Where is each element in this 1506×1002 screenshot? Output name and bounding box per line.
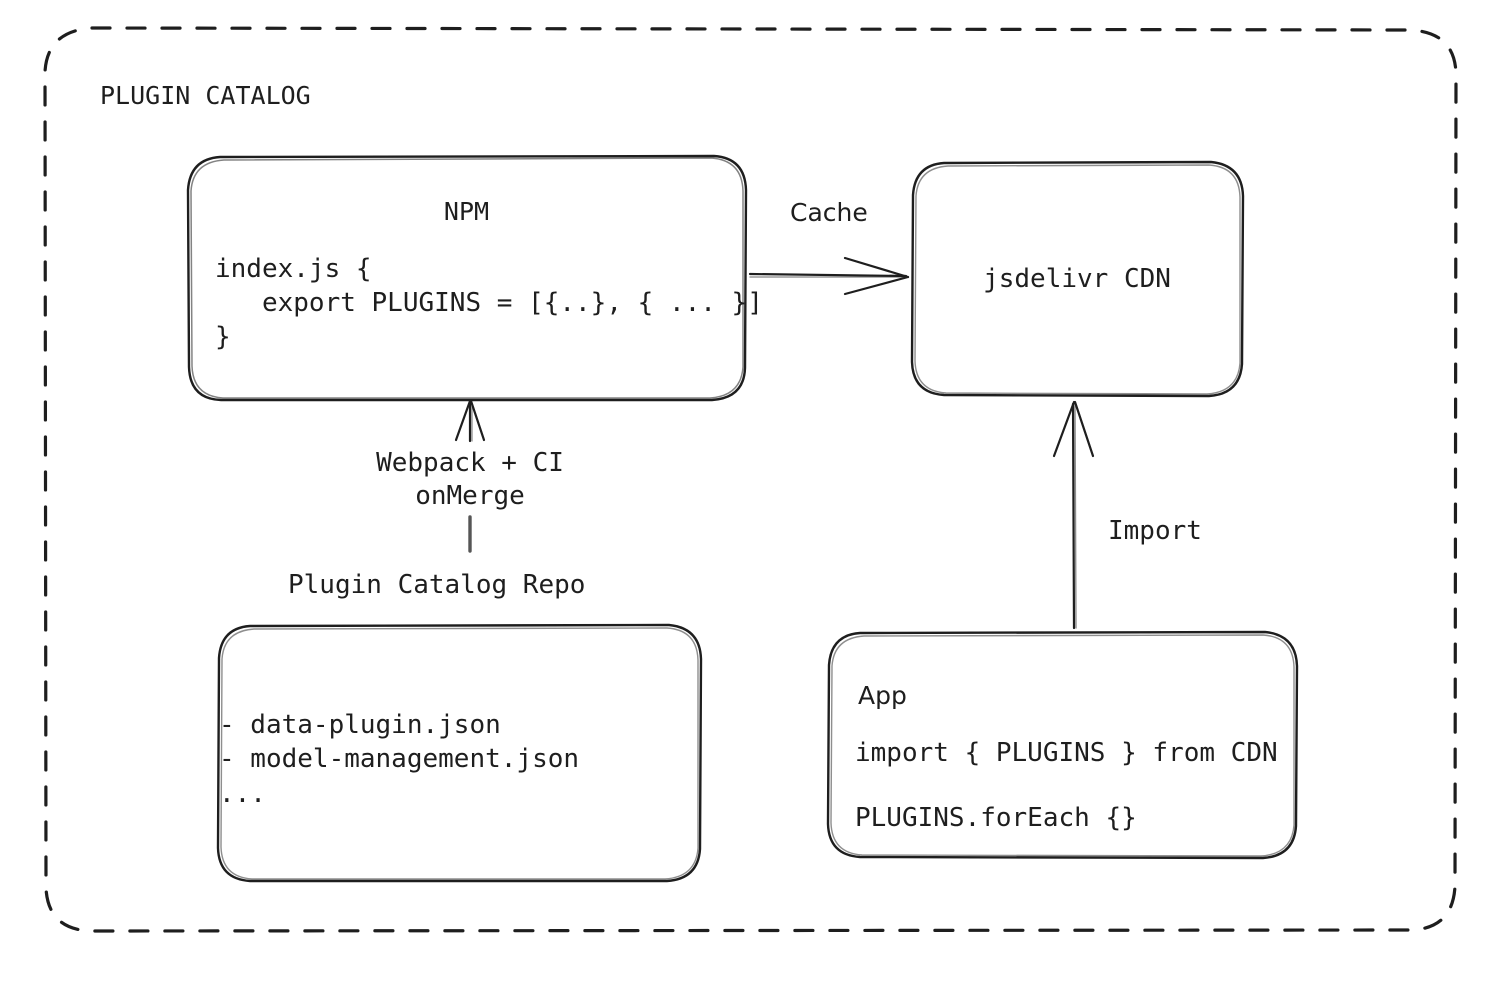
app-node-title: App — [858, 681, 907, 710]
cache-edge-label: Cache — [790, 198, 868, 227]
app-code-import-line: import { PLUGINS } from CDN — [855, 738, 1278, 768]
pipeline-edge-label: Webpack + CI onMerge — [376, 448, 564, 511]
repo-node-caption: Plugin Catalog Repo — [288, 570, 586, 600]
npm-node-title: NPM — [443, 197, 490, 226]
cdn-node-title: jsdelivr CDN — [983, 264, 1171, 294]
app-code-foreach-line: PLUGINS.forEach {} — [855, 803, 1137, 833]
page-title: PLUGIN CATALOG — [100, 81, 311, 110]
npm-code-block: index.js { export PLUGINS = [{..}, { ...… — [215, 254, 763, 353]
import-edge-label: Import — [1108, 516, 1202, 546]
import-arrow — [1052, 400, 1095, 630]
repo-file-list: - data-plugin.json - model-management.js… — [219, 710, 580, 809]
cache-arrow — [748, 256, 910, 296]
